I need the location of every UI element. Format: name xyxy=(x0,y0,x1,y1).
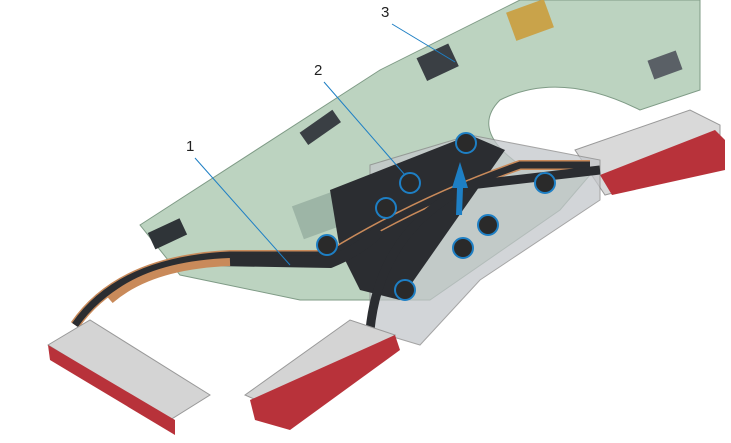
callout-3: 3 xyxy=(381,4,390,21)
screw xyxy=(534,172,556,194)
callout-1: 1 xyxy=(186,138,195,155)
screw xyxy=(452,237,474,259)
captive-screws xyxy=(316,132,556,301)
lift-arrow-icon xyxy=(452,162,468,215)
fin-stack-center xyxy=(243,319,400,430)
screw xyxy=(316,234,338,256)
screw xyxy=(455,132,477,154)
screw xyxy=(399,172,421,194)
callout-lines xyxy=(194,23,456,266)
screw xyxy=(477,214,499,236)
screw xyxy=(394,279,416,301)
screw xyxy=(375,197,397,219)
fin-stack-left xyxy=(47,319,211,435)
callout-2: 2 xyxy=(314,62,323,79)
